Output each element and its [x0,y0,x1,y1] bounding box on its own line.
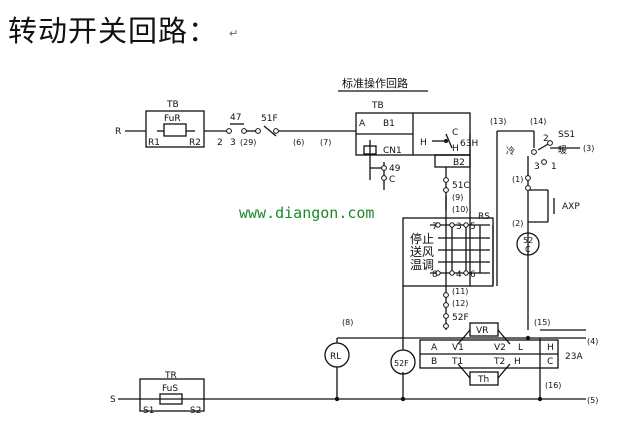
label: (16) [545,381,561,390]
label: TR [164,371,177,381]
label: S [110,395,116,405]
label: TB [371,101,384,111]
label: 51F [261,114,278,124]
label: VR [476,326,488,336]
fur-box [145,110,205,148]
52c-coil [516,232,540,256]
label: B2 [453,158,465,168]
label: H [547,343,554,353]
label: R [115,127,121,137]
label: 送风 [410,244,434,259]
label: A [359,119,366,129]
relay-51f-contact [263,125,277,137]
label: 3 [456,222,462,232]
label: 5 [470,222,476,232]
th-box [469,371,499,386]
rl-lamp [324,342,350,368]
label: (15) [534,318,550,327]
label: 3 [534,162,540,172]
label: 4 [456,270,462,280]
label: (9) [452,193,463,202]
label: CN1 [383,146,402,156]
label: (29) [240,138,256,147]
label: FuR [164,114,181,124]
return-mark: ↵ [229,27,239,40]
label: 7 [432,222,438,232]
label: 6 [470,270,476,280]
label: (8) [342,318,353,327]
label: C [525,245,531,254]
label: L [518,343,523,353]
label: (14) [530,117,546,126]
label: (5) [587,396,598,405]
label: 暖 [558,144,567,156]
label: 49 [389,164,401,174]
label: S2 [190,406,201,416]
label: 3 [230,138,236,148]
label: 2 [543,134,549,144]
label: B [431,357,437,367]
label: 2 [217,138,223,148]
label: 1 [551,162,557,172]
page-title: 转动开关回路： [8,14,219,48]
label: V2 [494,343,506,353]
label: AXP [562,202,580,212]
label: (13) [490,117,506,126]
label: 8 [432,270,438,280]
label: Th [477,375,489,385]
label: (6) [293,138,304,147]
63h-contact [445,133,453,149]
label: H [452,144,459,154]
fur-fuse [163,123,187,137]
subtitle: 标准操作回路 [342,76,408,90]
label: 63H [460,139,478,149]
label: C [389,175,395,185]
label: 停止 [410,231,434,246]
label: (12) [452,299,468,308]
vr-box [469,322,499,337]
label: (1) [512,175,523,184]
label: (2) [512,219,523,228]
label: V1 [452,343,464,353]
label: S1 [143,406,154,416]
label: 23A [565,352,583,362]
label: (10) [452,205,468,214]
label: 52 [523,236,533,245]
label: R1 [148,138,160,148]
label: C [452,128,458,138]
label: A [431,343,438,353]
label: 温调 [410,258,434,272]
label: R2 [189,138,201,148]
label: 52F [394,359,409,368]
label: TB [166,100,179,110]
label: H [420,138,427,148]
52f-coil [390,349,416,375]
label: (7) [320,138,331,147]
label: H [514,357,521,367]
label: RS [478,212,490,222]
label: (3) [583,144,594,153]
label: 51C [452,181,470,191]
label: SS1 [558,130,575,140]
label: FuS [162,384,178,394]
watermark: www.diangon.com [237,204,377,222]
label: 47 [230,113,241,123]
label: T1 [451,357,463,367]
label: (11) [452,287,468,296]
label: (4) [587,337,598,346]
label: B1 [383,119,395,129]
label: 52F [452,313,469,323]
cn1-coil [363,145,377,155]
fus-fuse [159,393,183,405]
label: C [547,357,553,367]
label: RL [330,352,341,362]
fus-box [139,378,205,412]
label: 冷 [506,145,515,157]
label: T2 [493,357,505,367]
